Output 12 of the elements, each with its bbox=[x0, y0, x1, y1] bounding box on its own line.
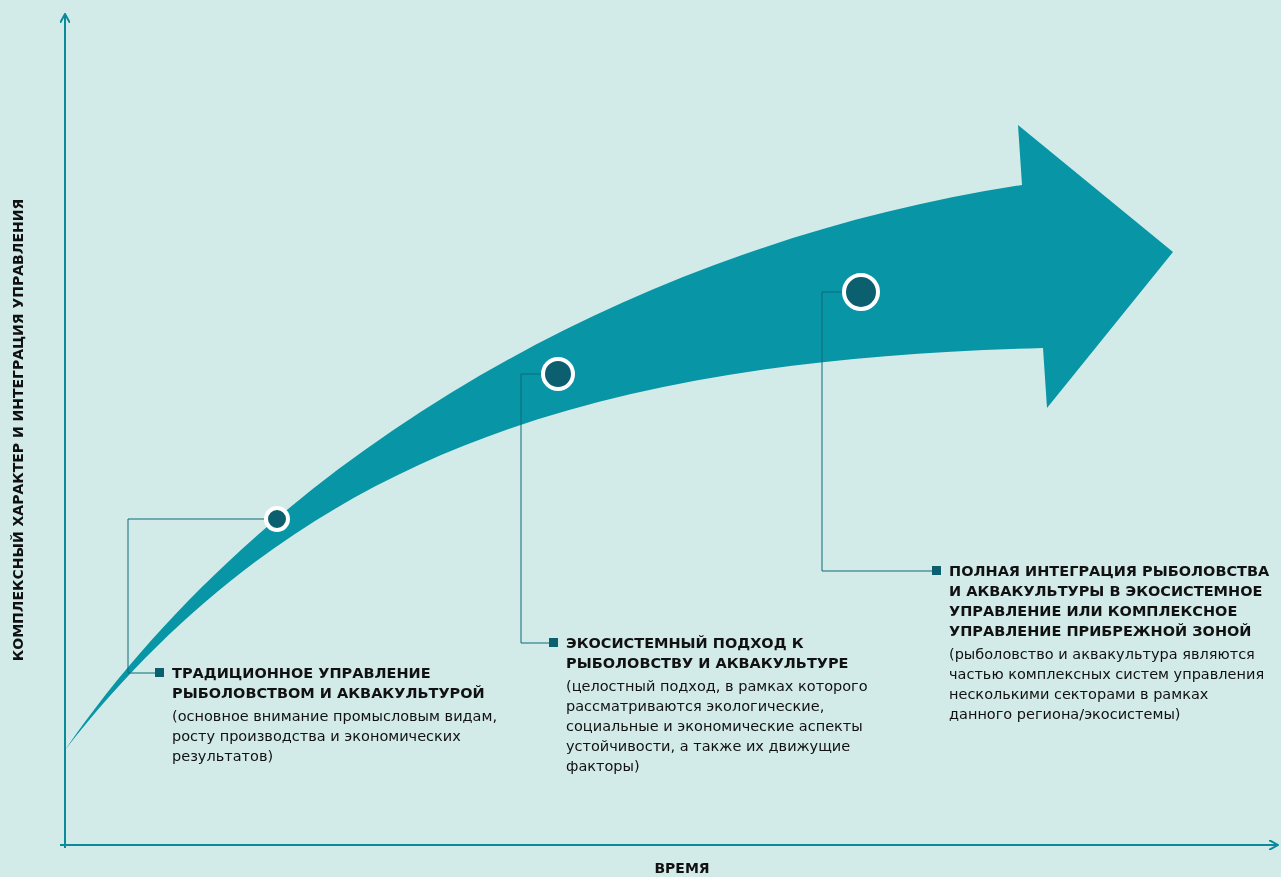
leader-line bbox=[520, 373, 550, 644]
circle-marker bbox=[264, 506, 290, 532]
stage-description: (рыболовство и аквакультура являются частью комплексных систем управления несколькими секторами в рамках данного региона/экосистемы) bbox=[949, 645, 1266, 724]
stage-heading: ПОЛНАЯ ИНТЕГРАЦИЯ РЫБОЛОВСТВА И АКВАКУЛЬТУРЫ В ЭКОСИСТЕМНОЕ УПРАВЛЕНИЕ ИЛИ КОМПЛЕКСНОЕ УПРАВЛЕНИЕ ПРИБРЕЖНОЙ ЗОНОЙ bbox=[949, 562, 1271, 641]
y-axis-title: КОМПЛЕКСНЫЙ ХАРАКТЕР И ИНТЕГРАЦИЯ УПРАВЛЕНИЯ bbox=[10, 198, 26, 662]
leader-line bbox=[821, 291, 933, 572]
stage-heading: ЭКОСИСТЕМНЫЙ ПОДХОД К РЫБОЛОВСТВУ И АКВАКУЛЬТУРЕ bbox=[566, 634, 850, 673]
stage-description: (целостный подход, в рамках которого рассматриваются экологические, социальные и экономические аспекты устойчивости, а также их движущие факторы) bbox=[566, 677, 869, 776]
leader-line bbox=[127, 518, 265, 674]
x-axis-title: ВРЕМЯ bbox=[654, 860, 710, 876]
stage-description: (основное внимание промысловым видам, росту производства и экономических результатов) bbox=[172, 707, 498, 766]
stage-heading: ТРАДИЦИОННОЕ УПРАВЛЕНИЕ РЫБОЛОВСТВОМ И АКВАКУЛЬТУРОЙ bbox=[172, 664, 486, 703]
